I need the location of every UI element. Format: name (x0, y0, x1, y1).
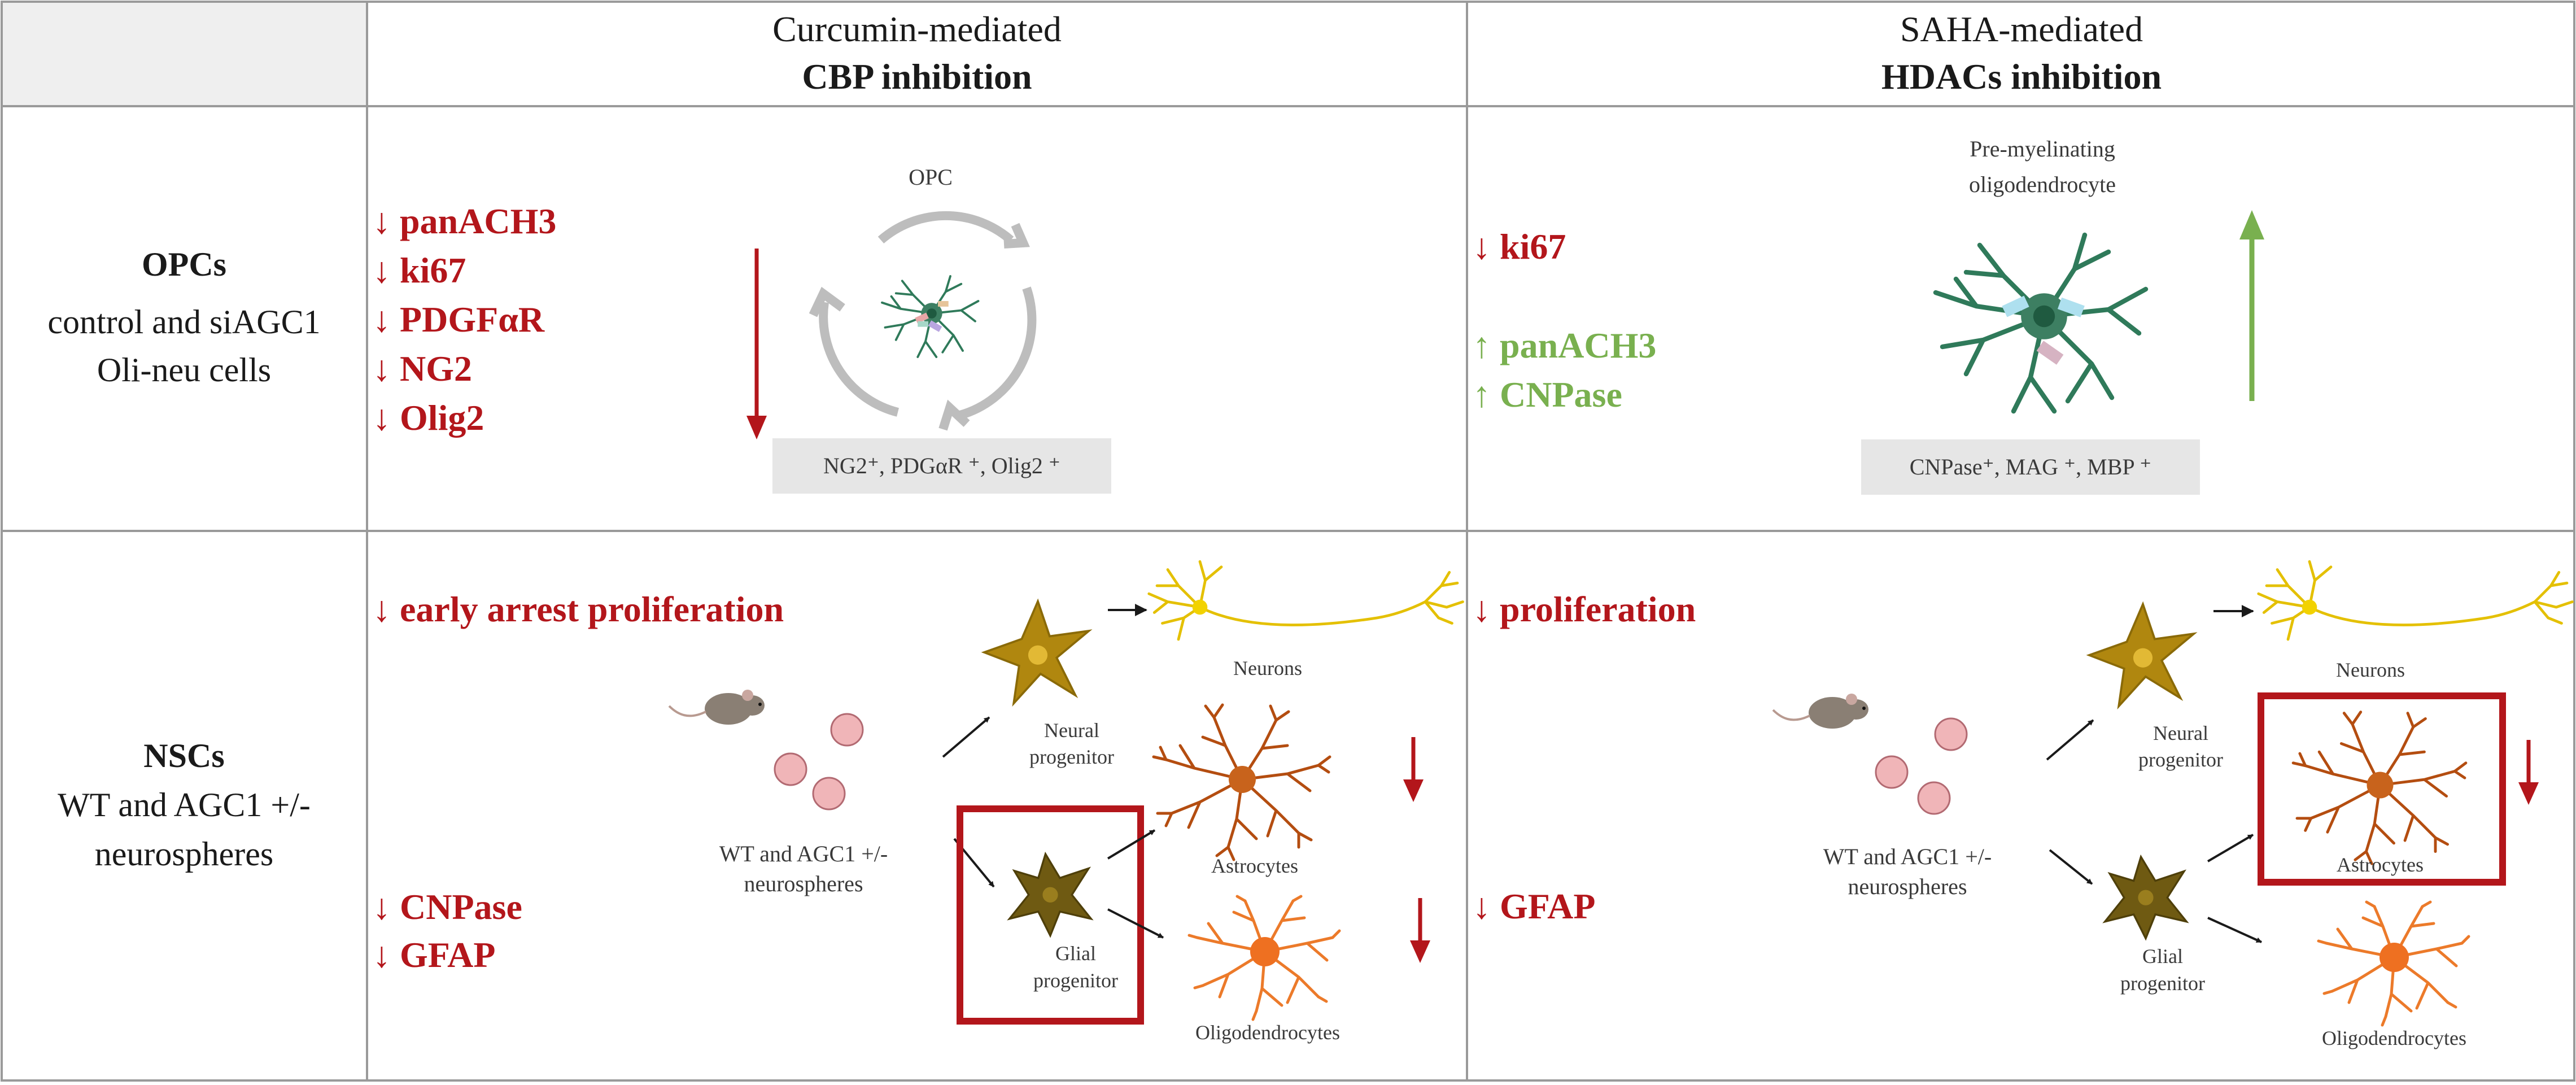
astrocyte-down-arrow-2 (2518, 740, 2539, 805)
oligodendrocyte-cell (1189, 896, 1339, 1019)
neural-progenitor-cell (983, 600, 1090, 705)
astrocyte-cell (1154, 705, 1330, 860)
neurosphere-label-1: WT and AGC1 +/- (719, 841, 888, 866)
opc-cell-label: OPC (909, 164, 953, 190)
premyelinating-label-2: oligodendrocyte (1969, 172, 2116, 197)
oligodendrocytes-label: Oligodendrocytes (1195, 1021, 1340, 1044)
glial-highlight-box (957, 805, 1144, 1025)
column-header-hdac-line2: HDACs inhibition (1881, 56, 2162, 97)
neurosphere-label-3: WT and AGC1 +/- (1823, 844, 1992, 869)
opc-cell (881, 275, 980, 358)
arrow-to-oligodendrocytes-2 (2207, 917, 2262, 943)
opc-marker-box-text: NG2⁺, PDGαR ⁺, Olig2 ⁺ (823, 453, 1060, 478)
premyelinating-cell (1936, 235, 2146, 411)
neurons-label: Neurons (1233, 657, 1302, 679)
row-header-nscs-sub2: neurospheres (95, 835, 274, 873)
arrow-to-neural-progenitor-2 (2046, 719, 2094, 761)
nsc-hdac-bottom-marker-1: ↓ GFAP (1473, 886, 1595, 926)
nsc-cbp-top-marker: ↓ early arrest proliferation (373, 589, 784, 629)
astrocytes-label-2: Astrocytes (2337, 853, 2424, 876)
row-header-nscs-title: NSCs (143, 737, 224, 774)
premyelinating-marker-box (1861, 439, 2200, 495)
opc-hdac-up-marker-2: ↑ CNPase (1473, 374, 1622, 415)
neurosphere-label-4: neurospheres (1848, 874, 1967, 899)
row-header-opcs-sub2: Oli-neu cells (97, 351, 271, 389)
glial-progenitor-cell (1008, 853, 1092, 937)
nsc-hdac-top-marker: ↓ proliferation (1473, 589, 1696, 629)
glial-progenitor-label-2: progenitor (1033, 969, 1118, 992)
opc-hdac-up-marker-1: ↑ panACH3 (1473, 325, 1656, 365)
oligodendrocytes-label-2: Oligodendrocytes (2322, 1027, 2466, 1049)
arrow-to-astrocytes (1107, 829, 1156, 860)
nsc-cbp-bottom-marker-1: ↓ CNPase (373, 887, 522, 927)
opc-down-arrow (746, 249, 767, 439)
neurosphere-icon-2 (1875, 717, 1968, 815)
opc-up-arrow (2239, 210, 2264, 401)
oligodendrocyte-cell-2 (2319, 902, 2469, 1025)
neurons-label-2: Neurons (2336, 659, 2405, 681)
nsc-cbp-bottom-marker-2: ↓ GFAP (373, 935, 495, 975)
neural-progenitor-cell-2 (2088, 603, 2195, 708)
glial-progenitor-cell-2 (2104, 856, 2188, 940)
neuron-cell-2 (2259, 561, 2573, 639)
premyelinating-label-1: Pre-myelinating (1970, 136, 2115, 162)
arrow-to-astrocytes-2 (2207, 834, 2254, 862)
mouse-icon-2 (1772, 694, 1868, 729)
row-header-opcs-title: OPCs (142, 246, 226, 283)
opc-cbp-marker-4: ↓ NG2 (373, 348, 472, 389)
opc-marker-box (772, 438, 1111, 494)
arrow-to-oligodendrocytes (1107, 908, 1164, 939)
row-header-nscs-sub1: WT and AGC1 +/- (58, 786, 311, 823)
neurosphere-label-2: neurospheres (744, 871, 863, 896)
glial-progenitor-label-1: Glial (1055, 942, 1096, 965)
opc-cbp-marker-1: ↓ panACH3 (373, 201, 556, 241)
glial-progenitor-label-4: progenitor (2120, 972, 2205, 995)
oligodendrocyte-down-arrow (1410, 898, 1430, 963)
astrocytes-label: Astrocytes (1211, 855, 1298, 877)
column-header-cbp-line2: CBP inhibition (802, 56, 1032, 97)
astrocyte-down-arrow (1403, 737, 1424, 802)
arrow-to-glial-progenitor-2 (2049, 849, 2093, 885)
neurosphere-icon (774, 713, 864, 811)
neural-progenitor-label-3: Neural (2153, 722, 2208, 744)
column-header-cbp-line1: Curcumin-mediated (772, 9, 1062, 49)
opc-cycle-arrows (809, 211, 1037, 431)
astrocyte-highlight-box (2258, 692, 2506, 886)
opc-cbp-marker-2: ↓ ki67 (373, 250, 466, 290)
column-header-hdac-line1: SAHA-mediated (1900, 9, 2143, 49)
neural-progenitor-label-2: progenitor (1029, 746, 1114, 768)
row-header-opcs-sub1: control and siAGC1 (47, 303, 320, 341)
astrocyte-cell-2 (2293, 712, 2466, 864)
neural-progenitor-label-4: progenitor (2138, 748, 2223, 771)
glial-progenitor-label-3: Glial (2142, 945, 2183, 968)
mouse-icon (668, 690, 765, 725)
neuron-cell (1149, 561, 1463, 639)
opc-hdac-down-marker: ↓ ki67 (1473, 226, 1566, 267)
premyelinating-marker-box-text: CNPase⁺, MAG ⁺, MBP ⁺ (1910, 454, 2152, 480)
opc-cbp-marker-5: ↓ Olig2 (373, 398, 484, 438)
opc-cbp-marker-3: ↓ PDGFαR (373, 299, 545, 339)
neural-progenitor-label-1: Neural (1044, 719, 1099, 742)
arrow-to-neural-progenitor (942, 716, 990, 758)
corner-cell (3, 3, 366, 105)
